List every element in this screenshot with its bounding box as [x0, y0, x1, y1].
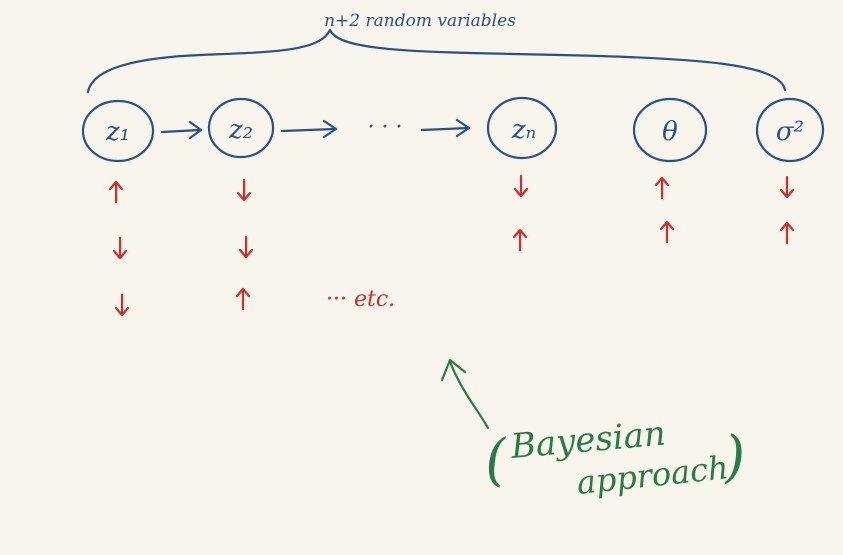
- node-label-theta: θ: [662, 117, 678, 147]
- node-label-z2: z₂: [228, 115, 253, 145]
- arrow-up-icon: [512, 228, 528, 252]
- node-theta: θ: [632, 97, 708, 163]
- bayesian-annotation: ( Bayesian approach ): [482, 414, 747, 502]
- arrow-down-icon: [112, 236, 128, 260]
- node-z2: z₂: [207, 97, 275, 159]
- node-zn: zₙ: [486, 96, 558, 160]
- arrow-down-icon: [114, 293, 130, 317]
- node-sigma2: σ²: [755, 97, 825, 163]
- annotation-open-paren: (: [482, 428, 509, 494]
- chain-arrow-z2-ellipsis: [280, 119, 338, 139]
- arrow-up-icon: [659, 220, 675, 244]
- arrow-up-icon: [235, 287, 251, 311]
- arrow-up-icon: [108, 180, 124, 204]
- node-label-z1: z₁: [105, 117, 130, 147]
- annotation-close-paren: ): [720, 424, 747, 490]
- chain-arrow-z1-z2: [160, 120, 203, 140]
- etc-label: ··· etc.: [326, 287, 395, 312]
- node-label-zn: zₙ: [511, 115, 536, 145]
- curly-brace: [86, 28, 787, 94]
- chain-ellipsis: · · ·: [368, 115, 403, 140]
- node-z1: z₁: [81, 99, 155, 163]
- arrow-down-icon: [238, 235, 254, 259]
- node-label-sigma2: σ²: [776, 117, 804, 147]
- arrow-up-icon: [779, 221, 795, 245]
- arrow-down-icon: [513, 174, 529, 198]
- sampling-arrows: [108, 174, 795, 317]
- annotation-arrow: [440, 358, 490, 430]
- arrow-down-icon: [779, 175, 795, 199]
- brace-label: n+2 random variables: [324, 11, 516, 31]
- arrow-up-icon: [654, 176, 670, 200]
- chain-arrow-ellipsis-zn: [420, 118, 471, 138]
- arrow-down-icon: [236, 178, 252, 202]
